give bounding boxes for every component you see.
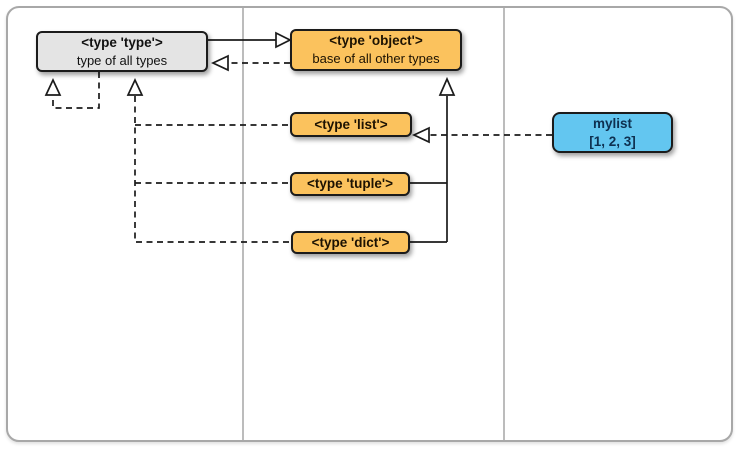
node-type-object-subtitle: base of all other types <box>312 51 440 66</box>
node-type-dict-title: <type 'dict'> <box>311 234 390 250</box>
node-type-type-title: <type 'type'> <box>81 34 163 50</box>
node-type-list-title: <type 'list'> <box>314 116 388 132</box>
node-type-object: <type 'object'> base of all other types <box>290 29 462 71</box>
node-mylist: mylist [1, 2, 3] <box>552 112 673 153</box>
node-type-list: <type 'list'> <box>290 112 412 137</box>
node-mylist-title: mylist <box>592 115 633 131</box>
node-type-tuple-title: <type 'tuple'> <box>307 176 393 191</box>
node-type-dict: <type 'dict'> <box>291 231 410 254</box>
column-divider-left <box>242 8 244 440</box>
node-type-type: <type 'type'> type of all types <box>36 31 208 72</box>
node-type-object-title: <type 'object'> <box>329 33 423 48</box>
node-mylist-value: [1, 2, 3] <box>589 133 636 149</box>
column-divider-right <box>503 8 505 440</box>
node-type-type-subtitle: type of all types <box>76 52 168 68</box>
node-type-tuple: <type 'tuple'> <box>290 172 410 196</box>
